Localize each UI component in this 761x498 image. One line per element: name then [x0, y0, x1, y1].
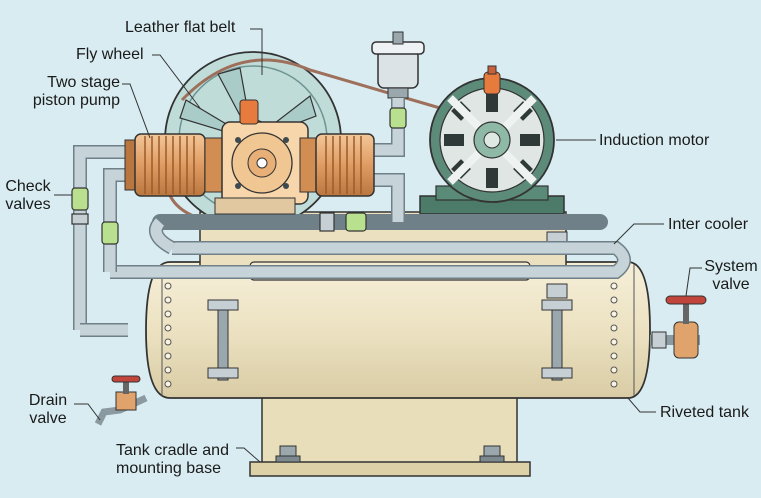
- tie-rods: [207, 231, 573, 381]
- rivets-right: [610, 282, 618, 388]
- label-cradle-line1: Tank cradle and: [116, 442, 229, 459]
- inter-cooler-pipes: [73, 98, 631, 337]
- label-cradle-line2: mounting base: [116, 460, 221, 477]
- label-induction-motor: Induction motor: [599, 132, 710, 149]
- label-leather-flat-belt: Leather flat belt: [125, 19, 236, 36]
- base-bolt-right: [479, 445, 505, 463]
- label-check-valves: Check valves: [2, 178, 54, 214]
- label-system-line2: valve: [712, 276, 750, 293]
- label-check-line1: Check: [5, 178, 51, 195]
- label-riveted-tank: Riveted tank: [660, 404, 749, 421]
- air-filter: [371, 31, 425, 99]
- label-check-line2: valves: [5, 196, 51, 213]
- check-valves: [71, 107, 407, 245]
- label-drain-valve: Drain valve: [24, 392, 72, 428]
- label-drain-line2: valve: [29, 410, 67, 427]
- label-tank-cradle: Tank cradle and mounting base: [116, 442, 229, 478]
- label-two-stage-line1: Two stage: [47, 74, 120, 91]
- label-two-stage-line2: piston pump: [32, 92, 120, 109]
- two-stage-piston-pump: [124, 99, 375, 215]
- base-bolt-left: [275, 445, 301, 463]
- label-two-stage-piston-pump: Two stage piston pump: [22, 74, 120, 110]
- label-drain-line1: Drain: [28, 392, 68, 409]
- label-system-line1: System: [704, 258, 758, 275]
- rivets-left: [164, 282, 172, 388]
- label-fly-wheel: Fly wheel: [76, 46, 144, 63]
- leader-lines: [54, 28, 702, 463]
- label-system-valve: System valve: [703, 258, 759, 294]
- induction-motor: [419, 65, 565, 215]
- drain-valve: [94, 375, 148, 426]
- label-inter-cooler: Inter cooler: [668, 216, 749, 233]
- motor-grease-cup: [483, 65, 501, 95]
- system-valve: [650, 295, 707, 359]
